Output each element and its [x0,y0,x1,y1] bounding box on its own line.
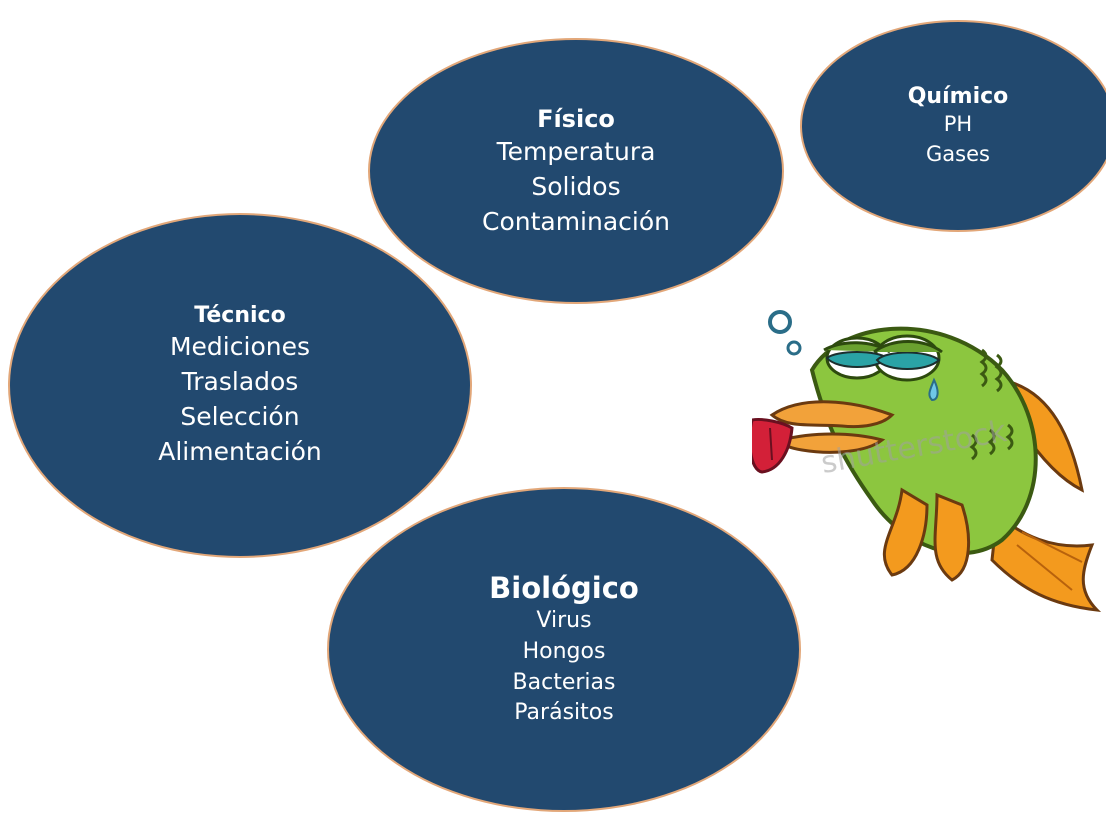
bubble-quimico: Químico PH Gases [800,20,1106,232]
bubble-item: Hongos [522,638,606,664]
bubble-title: Físico [537,104,615,133]
bubble-item: Temperatura [496,136,656,166]
bubble-title: Biológico [489,570,639,605]
bubble-title: Técnico [194,302,286,328]
bubble-item: Parásitos [514,700,614,726]
sick-fish-icon [752,310,1102,612]
bubble-item: Selección [180,402,300,432]
bubble-fisico: Físico Temperatura Solidos Contaminación [368,38,784,304]
bubble-biologico: Biológico Virus Hongos Bacterias Parásit… [327,487,801,812]
bubble-tecnico: Técnico Mediciones Traslados Selección A… [8,213,472,558]
bubble-item: Contaminación [481,206,670,236]
bubble-item: Mediciones [169,332,310,362]
bubble-item: PH [943,112,973,137]
bubble-item: Gases [926,141,990,166]
bubble-item: Virus [536,608,592,634]
bubble-item: Traslados [181,367,299,397]
bubble-item: Bacterias [512,669,616,695]
bubble-title: Químico [907,83,1009,109]
bubble-item: Solidos [531,171,621,201]
bubble-item: Alimentación [158,437,322,467]
